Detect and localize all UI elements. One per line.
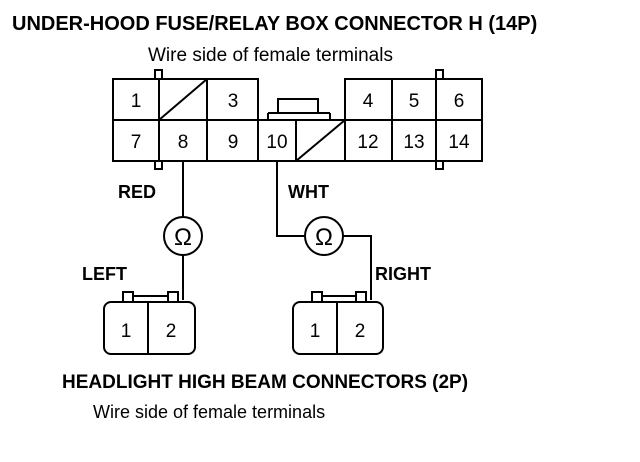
connector-latch [167,291,179,303]
main-connector: 1 3 4 5 6 7 8 9 10 12 13 14 [112,69,483,170]
pin-12: 12 [357,132,378,153]
pin-6: 6 [454,91,465,112]
connector-key [154,69,163,80]
wire-wht [276,161,305,237]
pin-8: 8 [178,132,189,153]
connector-key [435,160,444,170]
connector-key [435,69,444,80]
left-headlight-connector: 1 2 [103,291,196,355]
probe-lead [343,235,372,300]
pin-3: 3 [228,91,239,112]
left-pin-1: 1 [121,321,132,342]
diagram-subtitle: Wire side of female terminals [148,45,393,66]
ohm-symbol: Ω [315,224,333,251]
wire-color-wht: WHT [288,182,329,202]
right-pin-1: 1 [310,321,321,342]
pin-9: 9 [228,132,239,153]
label-left: LEFT [82,264,127,284]
ohm-symbol: Ω [174,224,192,251]
right-ohmmeter-circuit: Ω [276,161,372,300]
pin-4: 4 [363,91,374,112]
pin-13: 13 [403,132,424,153]
left-pin-2: 2 [166,321,177,342]
connector-body [103,301,196,355]
left-ohmmeter-circuit: Ω [163,161,203,300]
pin-1: 1 [131,91,142,112]
connector-latch [311,291,323,303]
right-headlight-connector: 1 2 [292,291,384,355]
pin-14: 14 [448,132,470,153]
connector-latch [355,291,367,303]
pin-10: 10 [266,132,287,153]
wire-color-red: RED [118,182,156,202]
connector-key [154,160,163,170]
footer-subtitle: Wire side of female terminals [93,402,325,422]
connector-latch [122,291,134,303]
blank-cavity-slash [295,119,346,162]
pin-7: 7 [131,132,142,153]
diagram-title: UNDER-HOOD FUSE/RELAY BOX CONNECTOR H (1… [12,13,537,35]
right-pin-2: 2 [355,321,366,342]
pin-5: 5 [409,91,420,112]
footer-title: HEADLIGHT HIGH BEAM CONNECTORS (2P) [62,372,468,393]
blank-cavity-slash [158,78,208,121]
connector-lock-tab [277,98,319,114]
label-right: RIGHT [375,264,431,284]
